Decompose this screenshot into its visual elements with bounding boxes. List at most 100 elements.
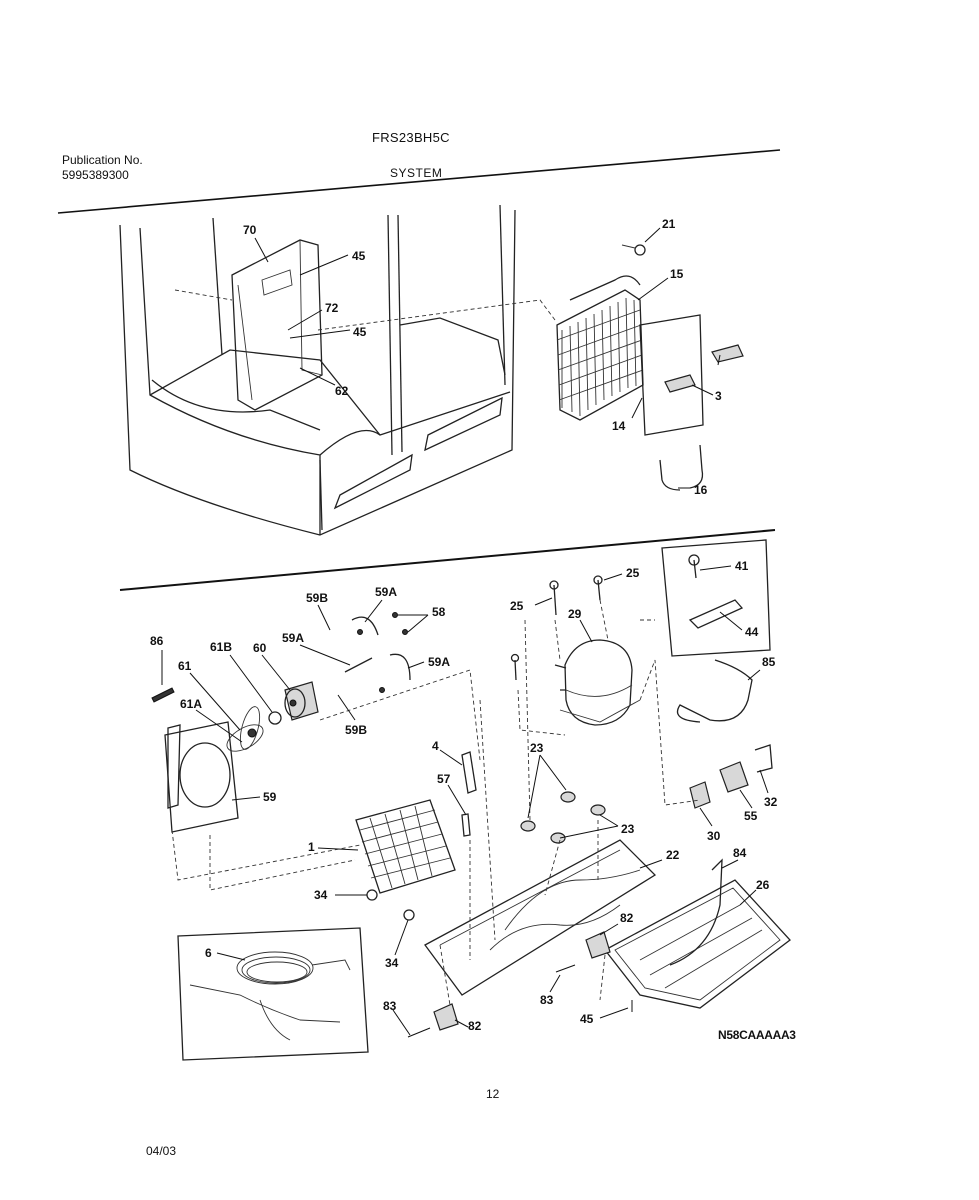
condenser-1	[355, 799, 456, 894]
callout-62: 62	[335, 384, 349, 398]
publication-number: 5995389300	[62, 168, 129, 182]
header-rule	[57, 149, 781, 214]
callout-83: 83	[383, 999, 397, 1013]
block-3a	[664, 374, 696, 393]
callout-4: 4	[432, 739, 439, 753]
fan-motor-60	[284, 681, 319, 721]
callout-83: 83	[540, 993, 554, 1007]
overload-55	[719, 761, 749, 793]
bracket-59A-right	[389, 653, 411, 681]
hook-16a	[659, 459, 681, 491]
bracket-59A-top	[351, 616, 379, 636]
callout-22: 22	[666, 848, 680, 862]
tube-57	[461, 813, 471, 837]
grommet-34b	[403, 909, 415, 921]
grommet-23c	[590, 804, 606, 816]
callout-3: 3	[715, 389, 722, 403]
section-divider	[119, 529, 776, 591]
model-number: FRS23BH5C	[372, 130, 450, 145]
callout-34: 34	[314, 888, 328, 902]
callout-58: 58	[432, 605, 446, 619]
callout-15: 15	[670, 267, 684, 281]
grommet-23b	[520, 820, 536, 832]
panel-14	[639, 314, 704, 436]
relay-30	[689, 781, 711, 809]
callout-45: 45	[353, 325, 367, 339]
bracket-70	[231, 239, 323, 411]
callout-23: 23	[530, 741, 544, 755]
callout-26: 26	[756, 878, 770, 892]
callout-60: 60	[253, 641, 267, 655]
callout-85: 85	[762, 655, 776, 669]
callout-55: 55	[744, 809, 758, 823]
publication-label: Publication No.	[62, 153, 143, 167]
callout-72: 72	[325, 301, 339, 315]
washer-61B	[268, 711, 282, 725]
callout-32: 32	[764, 795, 778, 809]
callout-14: 14	[612, 419, 626, 433]
callout-16: 16	[694, 483, 708, 497]
callout-25: 25	[626, 566, 640, 580]
callout-30: 30	[707, 829, 721, 843]
screw-86	[151, 687, 175, 703]
callout-1: 1	[308, 840, 315, 854]
condenser-coil-15	[556, 244, 646, 421]
fan-shroud-59	[164, 721, 239, 833]
drier-4	[461, 751, 477, 794]
drain-tube-85	[676, 659, 753, 723]
callout-59B: 59B	[306, 591, 328, 605]
screw-83b	[407, 1027, 431, 1038]
grommet-23d	[550, 832, 566, 844]
screw-25b	[597, 579, 601, 601]
bracket-59A-mid	[344, 657, 373, 673]
callout-45: 45	[580, 1012, 594, 1026]
cabinet-drawing	[119, 204, 516, 536]
diagram-id: N58CAAAAA3	[718, 1028, 796, 1042]
callout-59: 59	[263, 790, 277, 804]
callout-57: 57	[437, 772, 451, 786]
foot-82b	[433, 1003, 459, 1031]
callout-59B: 59B	[345, 723, 367, 737]
callout-61A: 61A	[180, 697, 202, 711]
grommet-34a	[366, 889, 378, 901]
callout-29: 29	[568, 607, 582, 621]
callout-82: 82	[620, 911, 634, 925]
leader-lines	[161, 227, 769, 1036]
hook-16b	[689, 444, 704, 489]
callout-25: 25	[510, 599, 524, 613]
callout-59A: 59A	[428, 655, 450, 669]
callout-61: 61	[178, 659, 192, 673]
screw-25c	[514, 659, 517, 681]
callout-86: 86	[150, 634, 164, 648]
power-cord-inset	[177, 927, 369, 1061]
callout-labels: 70 45 72 45 62 21 15 14 3 16 59B 59A 58 …	[150, 217, 778, 1033]
foot-82a	[585, 931, 611, 959]
callout-84: 84	[733, 846, 747, 860]
grommet-23a	[560, 791, 576, 803]
callout-59A: 59A	[375, 585, 397, 599]
callout-34: 34	[385, 956, 399, 970]
callout-23: 23	[621, 822, 635, 836]
inset-bracket-box	[661, 539, 771, 657]
callout-41: 41	[735, 559, 749, 573]
compressor-29	[554, 639, 641, 726]
tube-84	[669, 858, 723, 966]
callout-70: 70	[243, 223, 257, 237]
drain-pan-26	[604, 879, 791, 1009]
callout-61B: 61B	[210, 640, 232, 654]
base-plate-22	[424, 839, 657, 996]
screw-25a	[553, 584, 557, 616]
callout-82: 82	[468, 1019, 482, 1033]
callout-45: 45	[352, 249, 366, 263]
block-3b	[711, 344, 744, 363]
revision-date: 04/03	[146, 1144, 177, 1158]
cover-32	[754, 744, 773, 773]
callout-21: 21	[662, 217, 676, 231]
callout-6: 6	[205, 946, 212, 960]
publication-block: Publication No. 5995389300	[62, 153, 143, 183]
fan-blade-61A	[226, 706, 264, 752]
callout-59A: 59A	[282, 631, 304, 645]
callout-44: 44	[745, 625, 759, 639]
section-title: SYSTEM	[390, 166, 443, 180]
